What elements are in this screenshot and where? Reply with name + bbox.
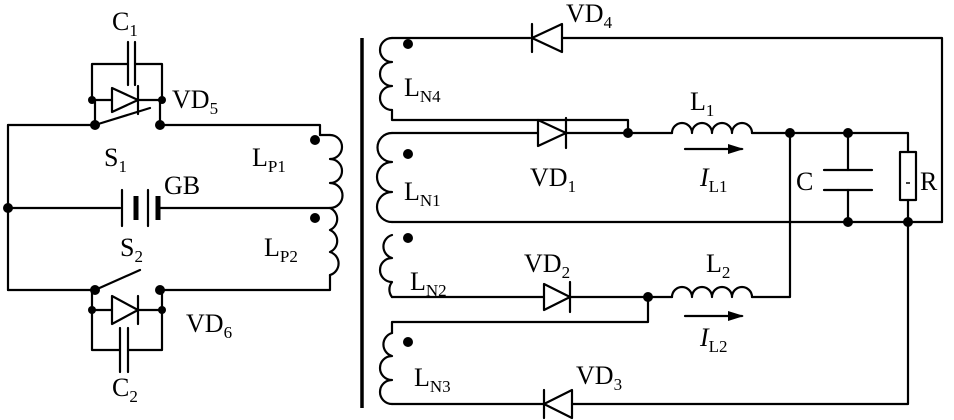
diode-vd3	[542, 388, 574, 420]
junction-dot	[90, 120, 100, 130]
junction-dot	[88, 306, 96, 314]
switch-s2	[93, 268, 142, 292]
label-s2: S2	[120, 233, 143, 266]
diode-vd4	[530, 22, 564, 54]
label-c2: C2	[112, 373, 138, 406]
junction-dot	[158, 306, 166, 314]
label-c: C	[796, 167, 813, 196]
junction-dot	[155, 120, 165, 130]
label-s1: S1	[104, 143, 127, 176]
primary-circuit	[3, 40, 344, 374]
winding-ln1	[375, 131, 394, 224]
label-ln4: LN4	[404, 73, 441, 106]
label-r: R	[920, 167, 938, 196]
bottom-rail-right	[158, 273, 332, 292]
junction-dot	[843, 128, 853, 138]
inductor-l2	[670, 285, 754, 299]
label-il2: IL2	[699, 323, 728, 356]
label-gb: GB	[164, 171, 200, 200]
component-labels: C1 VD5 S1 GB LP1 LP2 S2 VD6 C2 VD4 LN4 L…	[104, 0, 938, 406]
switch-s1	[93, 106, 152, 127]
junction-dot	[158, 96, 166, 104]
c1-vd5-network	[90, 62, 164, 127]
junction-dot	[3, 203, 13, 213]
label-vd3: VD3	[576, 361, 622, 394]
label-vd5: VD5	[172, 85, 218, 118]
junction-dot	[155, 285, 165, 295]
winding-ln4	[378, 36, 394, 112]
junction-dot	[643, 292, 653, 302]
vd2-node-link	[390, 295, 650, 335]
junction-dot	[623, 128, 633, 138]
polarity-dot	[403, 149, 413, 159]
battery-gb	[120, 188, 161, 228]
label-ln1: LN1	[404, 177, 441, 210]
diode-vd1	[536, 116, 568, 150]
junction-dot	[903, 217, 913, 227]
polarity-dot	[310, 213, 320, 223]
diode-vd5	[110, 84, 140, 116]
c2-vd6-network	[90, 288, 164, 352]
secondary-circuit	[375, 22, 944, 420]
winding-ln3	[378, 331, 394, 406]
label-vd6: VD6	[186, 309, 232, 342]
ln4-to-vd1	[390, 108, 630, 135]
il1-arrowhead	[728, 144, 744, 154]
inductor-l1	[670, 121, 754, 135]
label-lp1: LP1	[252, 143, 286, 176]
label-ln2: LN2	[410, 267, 447, 300]
capacitor-c1	[126, 40, 137, 87]
label-ln3: LN3	[414, 363, 451, 396]
label-il1: IL1	[699, 163, 728, 196]
winding-lp2	[328, 206, 340, 277]
polarity-dot	[403, 39, 413, 49]
winding-ln2	[378, 233, 394, 299]
diode-vd2	[542, 280, 572, 314]
polarity-dot	[403, 233, 413, 243]
label-l2: L2	[706, 249, 730, 282]
label-vd4: VD4	[566, 0, 613, 32]
il2-arrowhead	[728, 311, 744, 321]
top-rail-right	[158, 123, 322, 137]
junction-dot	[90, 285, 100, 295]
ln3-to-vd3	[390, 220, 910, 406]
junction-dot	[88, 96, 96, 104]
label-l1: L1	[690, 87, 714, 120]
polarity-dot	[310, 135, 320, 145]
resistor-r	[898, 150, 918, 202]
capacitor-c2	[118, 326, 130, 374]
junction-dot	[843, 217, 853, 227]
label-vd2: VD2	[524, 249, 570, 282]
diode-vd6	[110, 294, 140, 326]
vd4-loop	[390, 36, 944, 224]
polarity-dot	[403, 337, 413, 347]
label-vd1: VD1	[530, 163, 576, 196]
junction-dot	[785, 128, 795, 138]
label-lp2: LP2	[264, 233, 298, 266]
winding-lp1	[328, 133, 344, 210]
capacitor-c	[822, 168, 874, 192]
l1-to-output	[750, 131, 910, 154]
l2-to-output	[750, 131, 792, 299]
label-c1: C1	[112, 7, 138, 40]
